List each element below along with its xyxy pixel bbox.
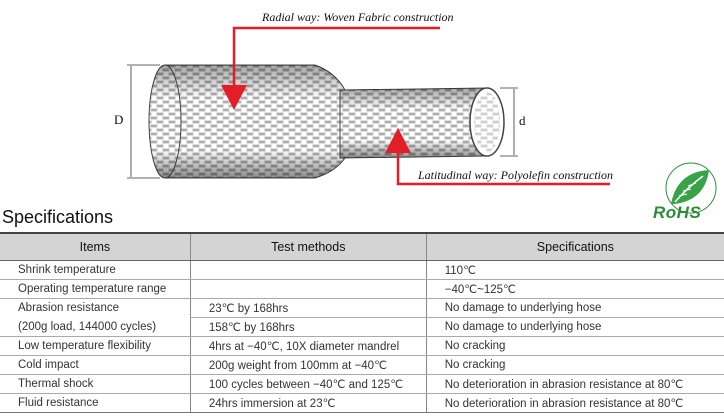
- table-row: Shrink temperature 110℃: [0, 261, 724, 280]
- specifications-table: Items Test methods Specifications Shrink…: [0, 232, 724, 413]
- latitudinal-label: Latitudinal way: Polyolefin construction: [418, 168, 613, 183]
- item-cell: Cold impact: [0, 356, 190, 375]
- spec-cell: 110℃: [426, 261, 724, 280]
- table-row: Cold impact200g weight from 100mm at −40…: [0, 356, 724, 375]
- rohs-text: RoHS: [653, 203, 701, 223]
- item-cell: Low temperature flexibility: [0, 337, 190, 356]
- rohs-logo: RoHS: [653, 160, 721, 224]
- sleeve-illustration: [0, 0, 724, 205]
- table-row: Low temperature flexibility4hrs at −40℃,…: [0, 337, 724, 356]
- method-cell: [190, 261, 426, 280]
- spec-cell: No deterioration in abrasion resistance …: [426, 394, 724, 413]
- item-cell: Abrasion resistance: [0, 299, 190, 318]
- item-cell: Shrink temperature: [0, 261, 190, 280]
- table-row: (200g load, 144000 cycles)158℃ by 168hrs…: [0, 318, 724, 337]
- method-cell: [190, 280, 426, 299]
- method-cell: 4hrs at −40℃, 10X diameter mandrel: [190, 337, 426, 356]
- header-test-methods: Test methods: [190, 233, 426, 261]
- table-header-row: Items Test methods Specifications: [0, 233, 724, 261]
- spec-cell: −40℃~125℃: [426, 280, 724, 299]
- specifications-heading: Specifications: [2, 207, 113, 228]
- spec-cell: No damage to underlying hose: [426, 299, 724, 318]
- table-row: Operating temperature range −40℃~125℃: [0, 280, 724, 299]
- item-cell: Fluid resistance: [0, 394, 190, 413]
- spec-cell: No deterioration in abrasion resistance …: [426, 375, 724, 394]
- spec-cell: No cracking: [426, 337, 724, 356]
- sleeve-diagram: Radial way: Woven Fabric construction La…: [0, 0, 724, 205]
- table-row: Abrasion resistance23℃ by 168hrsNo damag…: [0, 299, 724, 318]
- table-row: Thermal shock100 cycles between −40℃ and…: [0, 375, 724, 394]
- header-items: Items: [0, 233, 190, 261]
- header-specifications: Specifications: [426, 233, 724, 261]
- method-cell: 23℃ by 168hrs: [190, 299, 426, 318]
- method-cell: 158℃ by 168hrs: [190, 318, 426, 337]
- item-cell: Thermal shock: [0, 375, 190, 394]
- spec-cell: No damage to underlying hose: [426, 318, 724, 337]
- radial-label: Radial way: Woven Fabric construction: [262, 10, 454, 25]
- method-cell: 200g weight from 100mm at −40℃: [190, 356, 426, 375]
- small-diameter-label: d: [519, 113, 526, 129]
- method-cell: 100 cycles between −40℃ and 125℃: [190, 375, 426, 394]
- spec-cell: No cracking: [426, 356, 724, 375]
- big-diameter-label: D: [114, 112, 123, 128]
- item-cell: (200g load, 144000 cycles): [0, 318, 190, 337]
- table-row: Fluid resistance24hrs immersion at 23℃No…: [0, 394, 724, 413]
- item-cell: Operating temperature range: [0, 280, 190, 299]
- method-cell: 24hrs immersion at 23℃: [190, 394, 426, 413]
